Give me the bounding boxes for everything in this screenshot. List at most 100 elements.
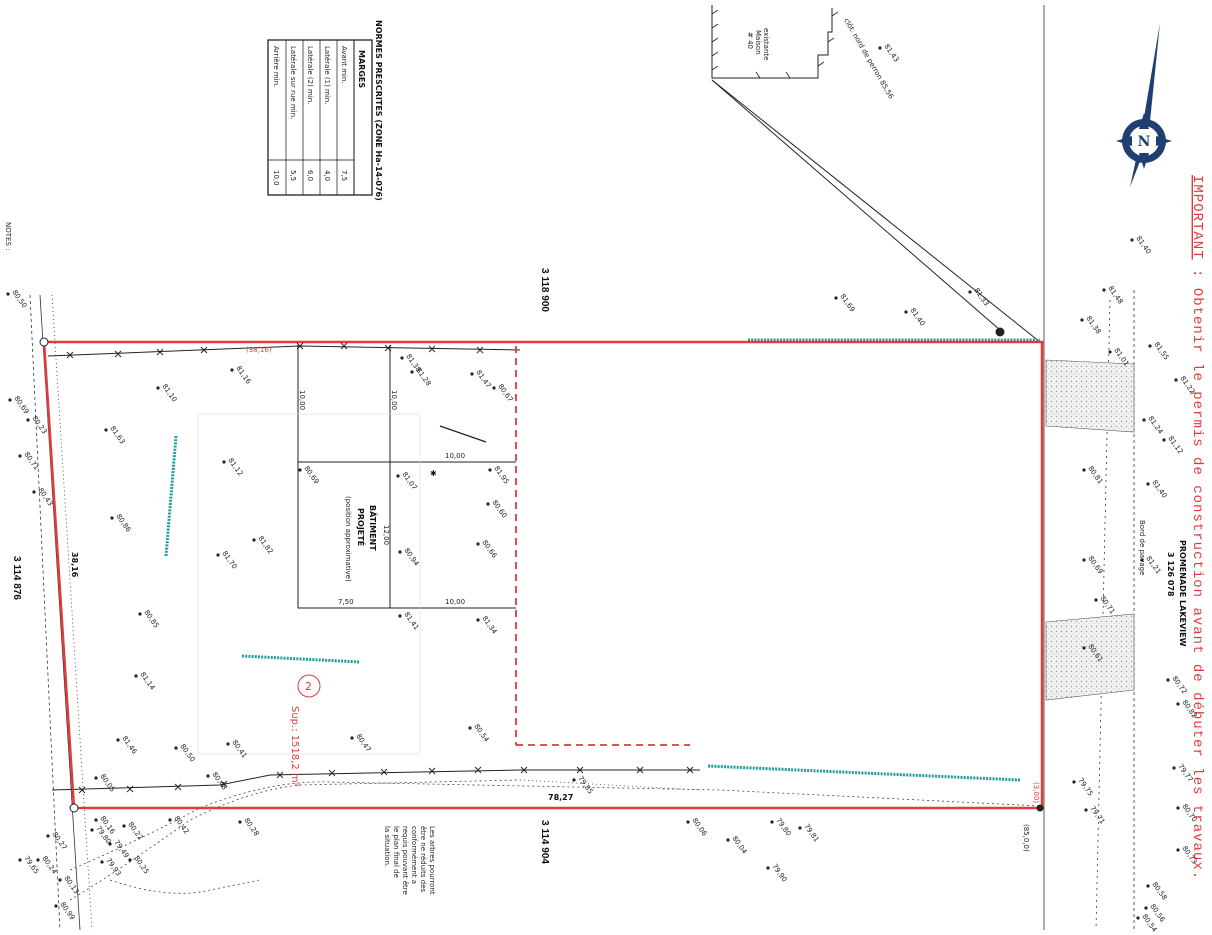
elevation-value: 80,13	[62, 875, 80, 896]
elevation-value: 79,90	[770, 863, 788, 884]
spot-elevation: 81,95	[488, 465, 510, 486]
elevation-point	[1108, 350, 1112, 354]
elevation-value: 80,23	[30, 415, 48, 436]
compass-letter: N	[1138, 134, 1151, 150]
elevation-point	[8, 398, 12, 402]
spot-elevation: 81,16	[230, 365, 253, 386]
elevation-value: 79,75	[1076, 777, 1094, 798]
elevation-point	[834, 296, 838, 300]
elevation-value: 80,25	[132, 855, 150, 876]
spot-elevation: 80,22	[122, 821, 144, 842]
dim-west-side: 38,16	[70, 552, 79, 578]
building-envelope-shadow	[197, 413, 421, 755]
elevation-point	[1176, 702, 1180, 706]
elevation-point	[94, 776, 98, 780]
building-label-1: BÂTIMENT	[368, 505, 379, 551]
fence-x-mark	[428, 767, 436, 775]
norms-row-label: Latérale (2) min.	[306, 46, 314, 104]
elevation-point	[1140, 558, 1144, 562]
elevation-point	[90, 828, 94, 832]
fence-marks	[66, 342, 694, 794]
spot-elevation: 81,40	[1130, 235, 1152, 256]
elevation-point	[798, 826, 802, 830]
elevation-value: 81,24	[1146, 415, 1164, 436]
neighbour-fence-line	[711, 79, 1041, 343]
elevation-point	[766, 866, 770, 870]
elevation-point	[904, 310, 908, 314]
spot-elevation: 79,81	[798, 823, 820, 844]
boundary-markers	[39, 327, 1044, 813]
elevation-value: 80,50	[178, 743, 196, 764]
dim-setback-a: 10,00	[298, 390, 306, 410]
street-name: PROMENADE LAKEVIEW	[1178, 540, 1187, 647]
elevation-point	[222, 460, 226, 464]
spot-elevation: 80,72	[1166, 675, 1188, 696]
important-word: IMPORTANT	[1189, 175, 1205, 260]
fence-x-mark	[384, 344, 392, 352]
dim-building-depth: 10,00	[445, 452, 465, 460]
spot-elevation: 79,85	[572, 775, 594, 796]
elevation-point	[134, 674, 138, 678]
spot-elevation: 80,58	[1146, 881, 1168, 902]
elevation-point	[1148, 344, 1152, 348]
spot-elevation: 81,41	[398, 611, 420, 632]
elevation-value: 81,12	[1166, 435, 1184, 456]
fence-x-mark	[114, 350, 122, 358]
spot-elevation: 80,28	[238, 817, 260, 838]
elevation-point	[1174, 378, 1178, 382]
spot-elevation: 80,85	[138, 609, 160, 630]
elevation-point	[1144, 906, 1148, 910]
spot-elevation: 80,13	[58, 875, 80, 896]
elevation-point	[1136, 916, 1140, 920]
fence-x-mark	[636, 766, 644, 774]
spot-elevation: 80,24	[36, 855, 59, 876]
house-label-2: existante	[762, 28, 770, 60]
spot-elevation: 80,25	[128, 855, 150, 876]
spot-elevation: 81,38	[400, 353, 422, 374]
elevation-value: 80,69	[302, 465, 320, 486]
fence-x-mark	[200, 346, 208, 354]
spot-elevation: 81,43	[878, 43, 900, 64]
elevation-value: 81,48	[1106, 285, 1124, 306]
elevation-point	[468, 726, 472, 730]
spot-elevation: 81,40	[904, 307, 926, 328]
elevation-point	[686, 820, 690, 824]
svg-text:requis pouvant être: requis pouvant être	[401, 826, 409, 895]
elevation-point	[1130, 238, 1134, 242]
elevation-point	[168, 818, 172, 822]
fence-x-mark	[66, 351, 74, 359]
street-lines	[1043, 5, 1135, 931]
elevation-value: 79,71	[1088, 805, 1106, 826]
spot-elevation: 79,71	[1084, 805, 1106, 826]
elevation-value: 79,85	[576, 775, 594, 796]
spot-elevation: 81,33	[968, 287, 990, 308]
spot-elevation: 79,90	[766, 863, 788, 884]
elevation-point	[350, 736, 354, 740]
spot-elevation: 80,67	[492, 383, 514, 404]
spot-elevation: 80,66	[476, 539, 499, 560]
elevation-point	[488, 468, 492, 472]
elevation-point	[1162, 438, 1166, 442]
spot-elevation: 81,14	[134, 671, 157, 692]
construction-notice: IMPORTANT : Obtenir le permis de constru…	[1189, 175, 1205, 880]
norms-row-label: Avant min.	[340, 46, 348, 84]
spot-elevation: 80,23	[26, 415, 48, 436]
property-boundary	[42, 340, 1044, 810]
dim-building-front: 7,50	[338, 598, 354, 606]
elevation-value: 81,46	[120, 735, 138, 756]
spot-elevation: 80,50	[6, 289, 28, 310]
spot-elevation: 80,71	[1094, 595, 1116, 616]
spot-elevation: 80,69	[298, 465, 320, 486]
dim-setback-b: 10,00	[390, 390, 398, 410]
elevation-point	[6, 292, 10, 296]
spot-elevation: 79,93	[100, 857, 122, 878]
elevation-point	[878, 46, 882, 50]
norms-row-value: 6,0	[306, 170, 314, 181]
elevation-point	[58, 878, 62, 882]
elevation-point	[398, 614, 402, 618]
elevation-point	[1082, 558, 1086, 562]
elevation-point	[1082, 468, 1086, 472]
driveway-north	[1045, 359, 1135, 433]
spot-elevation: 80,94	[398, 547, 421, 568]
